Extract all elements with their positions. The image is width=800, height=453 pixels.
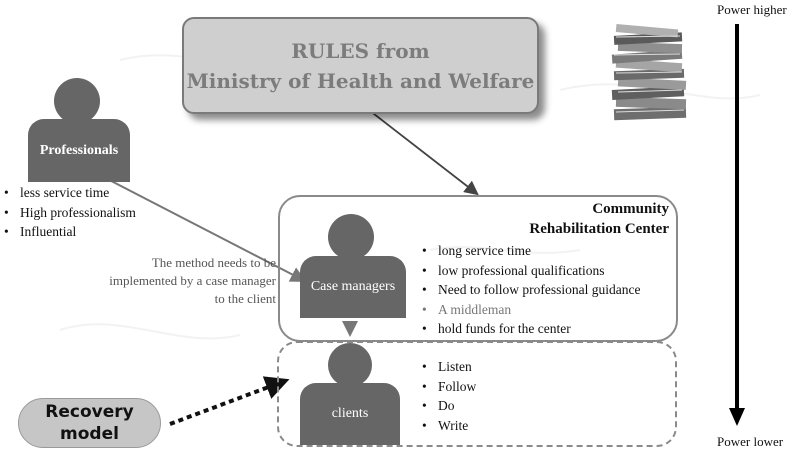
professionals-bullet: less service time [0,183,136,203]
clients-label: clients [331,406,369,421]
case-managers-torso: Case managers [300,256,406,318]
recovery-model-box: Recovery model [18,398,161,448]
clients-bullet: Write [418,416,476,436]
case-managers-figure: Case managers [300,214,406,318]
rules-ministry: Ministry of Health and Welfare [186,68,535,93]
center-bullet: long service time [418,241,640,261]
community-center-bullets: long service time low professional quali… [418,241,640,339]
clients-head [328,343,372,387]
clients-box [277,341,677,447]
power-axis-arrowhead [729,408,745,426]
recovery-model-line2: model [60,424,119,444]
clients-bullets: Listen Follow Do Write [418,357,476,435]
professionals-figure: Professionals [28,78,130,182]
center-bullet: Need to follow professional guidance [418,280,640,300]
clients-torso: clients [300,383,400,445]
professionals-torso: Professionals [28,119,130,182]
center-bullet: hold funds for the center [418,319,640,339]
clients-bullet: Follow [418,377,476,397]
center-bullet-middleman: A middleman [418,300,640,320]
rules-box: RULES from Ministry of Health and Welfar… [182,17,539,114]
community-center-title: Community Rehabilitation Center [529,199,669,239]
power-lower-label: Power lower [717,434,784,449]
professionals-bullets: less service time High professionalism I… [0,183,136,242]
case-managers-head [328,214,374,260]
stack-of-books-icon [611,24,687,121]
clients-bullet: Listen [418,357,476,377]
recovery-model-line1: Recovery [45,402,134,422]
clients-bullet: Do [418,396,476,416]
clients-figure: clients [300,343,400,445]
recovery-to-clients-arrow [169,376,290,426]
center-bullet: low professional qualifications [418,261,640,281]
method-note: The method needs to be implemented by a … [109,255,276,306]
community-center-title-line2: Rehabilitation Center [529,221,669,237]
rules-to-center-arrow [364,106,479,196]
professionals-head [54,78,100,124]
rules-title: RULES from [291,38,430,63]
community-center-title-line1: Community [592,201,669,217]
professionals-bullet: High professionalism [0,203,136,223]
power-higher-label: Power higher [717,2,787,17]
case-managers-label: Case managers [310,279,396,294]
professionals-bullet: Influential [0,222,136,242]
professionals-label: Professionals [39,142,119,158]
